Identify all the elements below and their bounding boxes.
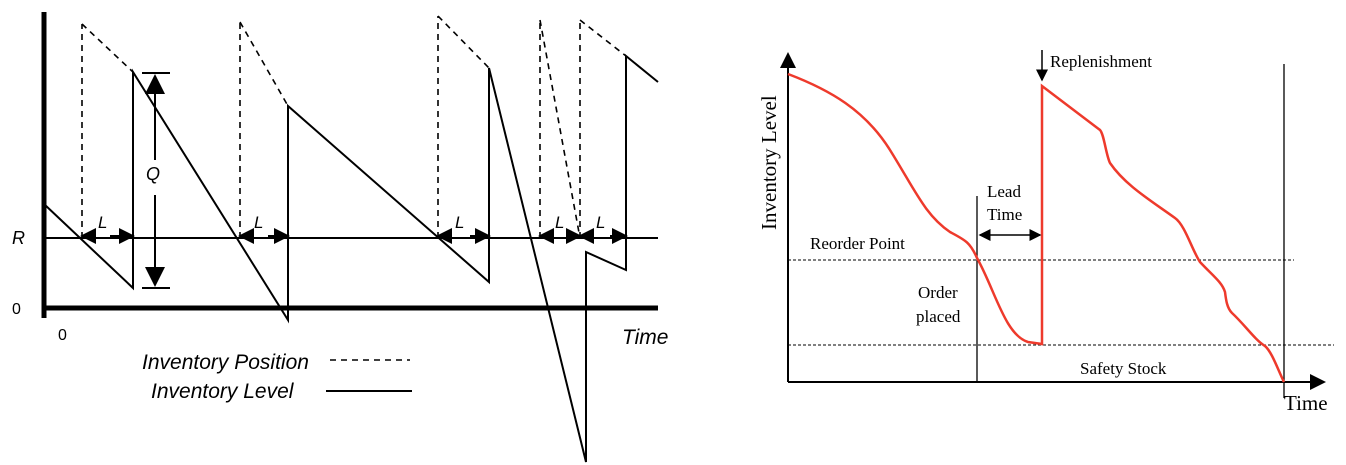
legend-position-label: Inventory Position xyxy=(142,351,309,374)
order-quantity-dimension xyxy=(142,72,170,289)
inventory-level-red-curve xyxy=(787,72,1286,383)
lead-time-label-line1: Lead xyxy=(987,182,1021,201)
lead-time-label: L xyxy=(555,213,564,232)
lead-time-label: L xyxy=(98,213,107,232)
lead-time-label: L xyxy=(455,213,464,232)
legend: Inventory Position Inventory Level xyxy=(142,351,412,403)
order-quantity-label: Q xyxy=(146,164,160,184)
order-placed-line1: Order xyxy=(918,283,958,302)
right-x-axis-label: Time xyxy=(1284,391,1328,415)
right-diagram: Inventory Level Time Replenishment Lead … xyxy=(757,50,1334,415)
lead-time-label-line2: Time xyxy=(987,205,1022,224)
safety-stock-label: Safety Stock xyxy=(1080,359,1167,378)
replenishment-label: Replenishment xyxy=(1050,52,1152,71)
time-axis-label: Time xyxy=(622,326,668,349)
order-placed-line2: placed xyxy=(916,307,961,326)
legend-level-label: Inventory Level xyxy=(151,380,295,403)
inventory-level-curve xyxy=(43,53,659,463)
left-diagram: L L L L L Q R 0 0 Time Inventory Positio… xyxy=(12,12,668,463)
lead-time-label: L xyxy=(254,213,263,232)
inventory-position-curve xyxy=(81,15,627,239)
lead-time-label: L xyxy=(596,213,605,232)
reorder-axis-label: R xyxy=(12,228,25,248)
zero-axis-label: 0 xyxy=(12,301,21,318)
right-y-axis-label: Inventory Level xyxy=(757,95,781,230)
origin-label: 0 xyxy=(58,327,67,344)
reorder-point-label: Reorder Point xyxy=(810,234,905,253)
